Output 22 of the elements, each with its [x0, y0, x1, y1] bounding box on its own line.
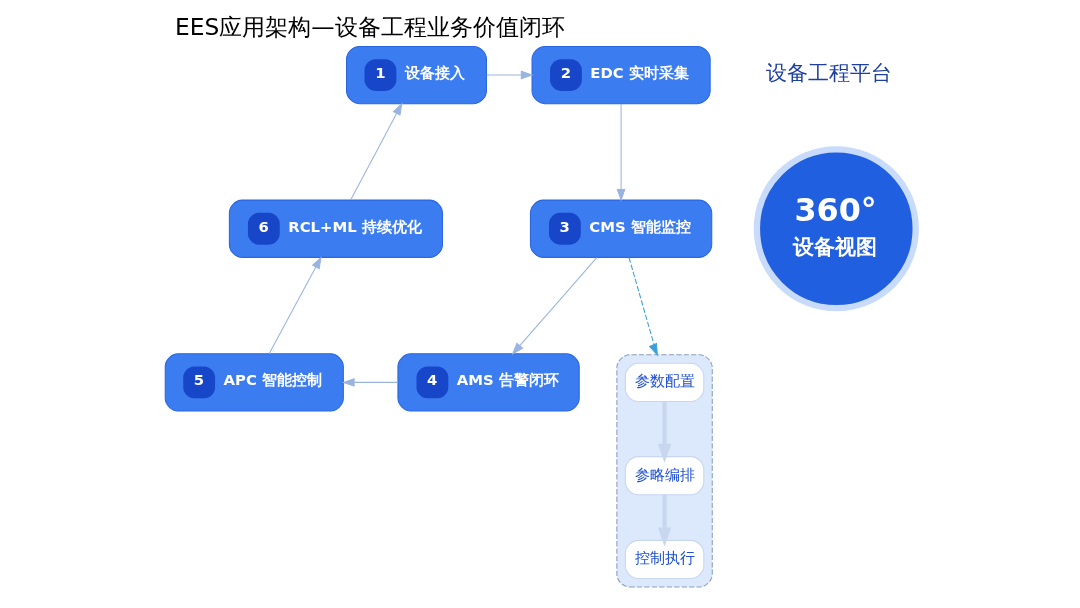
node-circle: 360° 设备视图 [753, 146, 919, 312]
node-box: 5 APC 智能控制 [164, 353, 344, 412]
node-box: 3 CMS 智能监控 [529, 199, 712, 258]
arrow [616, 103, 626, 202]
arrow [628, 257, 658, 357]
arrow [268, 256, 322, 355]
arrow [349, 102, 402, 201]
node-box: 1 设备接入 [345, 45, 487, 105]
arrow [657, 494, 671, 547]
cluster [615, 354, 713, 588]
label: 设备工程平台 [765, 60, 892, 86]
arrow [341, 377, 398, 387]
arrow [511, 257, 597, 355]
node-box: 6 RCL+ML 持续优化 [228, 199, 443, 258]
node-box: 参数配置 [624, 362, 704, 402]
node-box: 控制执行 [624, 539, 704, 580]
node-box: 4 AMS 告警闭环 [396, 353, 580, 412]
diagram-title: EES应用架构—设备工程业务价值闭环 [174, 13, 565, 41]
node-box: 参略编排 [624, 456, 704, 496]
arrow [485, 70, 534, 80]
arrow [657, 401, 671, 463]
node-box: 2 EDC 实时采集 [531, 45, 711, 105]
